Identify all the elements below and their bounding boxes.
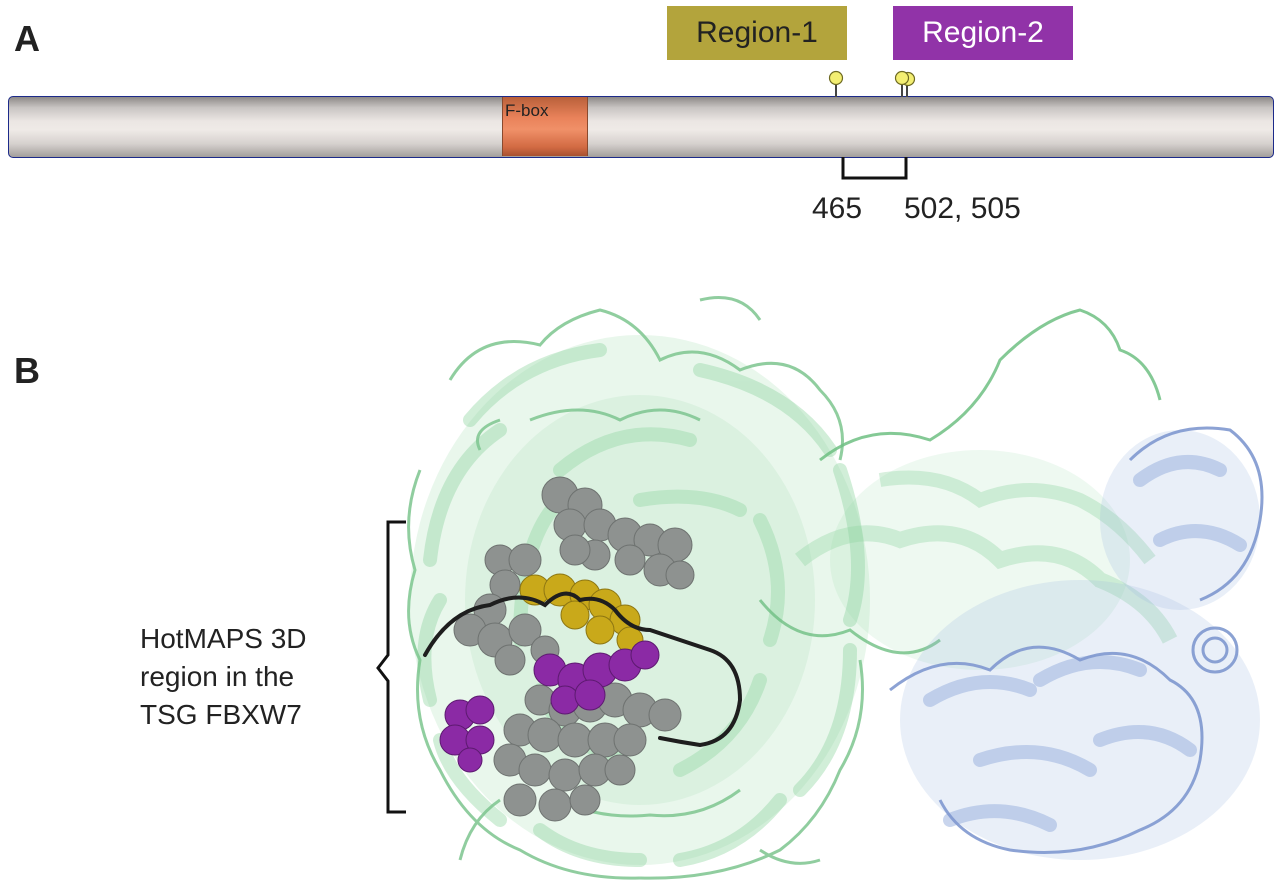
annotation-line-3: TSG FBXW7 [140, 699, 302, 730]
region-1-box: Region-1 [667, 6, 847, 60]
hotmaps-annotation: HotMAPS 3D region in the TSG FBXW7 [140, 620, 307, 734]
region-2-box: Region-2 [893, 6, 1073, 60]
annotation-line-2: region in the [140, 661, 295, 692]
partner-protein [889, 426, 1264, 860]
f-box-domain [502, 97, 588, 156]
mutation-markers [828, 70, 916, 180]
hotspot-gray-spheres [453, 476, 695, 822]
f-box-label: F-box [505, 101, 549, 120]
region-brace [376, 520, 406, 814]
substrate-peptide [423, 591, 743, 748]
lollipop-502 [894, 70, 910, 97]
position-bracket [841, 157, 908, 180]
linker-region [758, 308, 1178, 670]
region-2-label: Region-2 [922, 16, 1044, 49]
region-1-label: Region-1 [696, 16, 818, 49]
panel-a-letter: A [14, 18, 40, 59]
panel-b-letter: B [14, 350, 40, 391]
position-502-505-label: 502, 505 [904, 192, 1021, 225]
protein-bar [8, 96, 1274, 158]
wd40-propeller [407, 296, 870, 880]
position-465-label: 465 [812, 192, 863, 225]
annotation-line-1: HotMAPS 3D [140, 623, 307, 654]
lollipop-465 [828, 70, 844, 97]
hotspot-purple-spheres [439, 640, 660, 773]
